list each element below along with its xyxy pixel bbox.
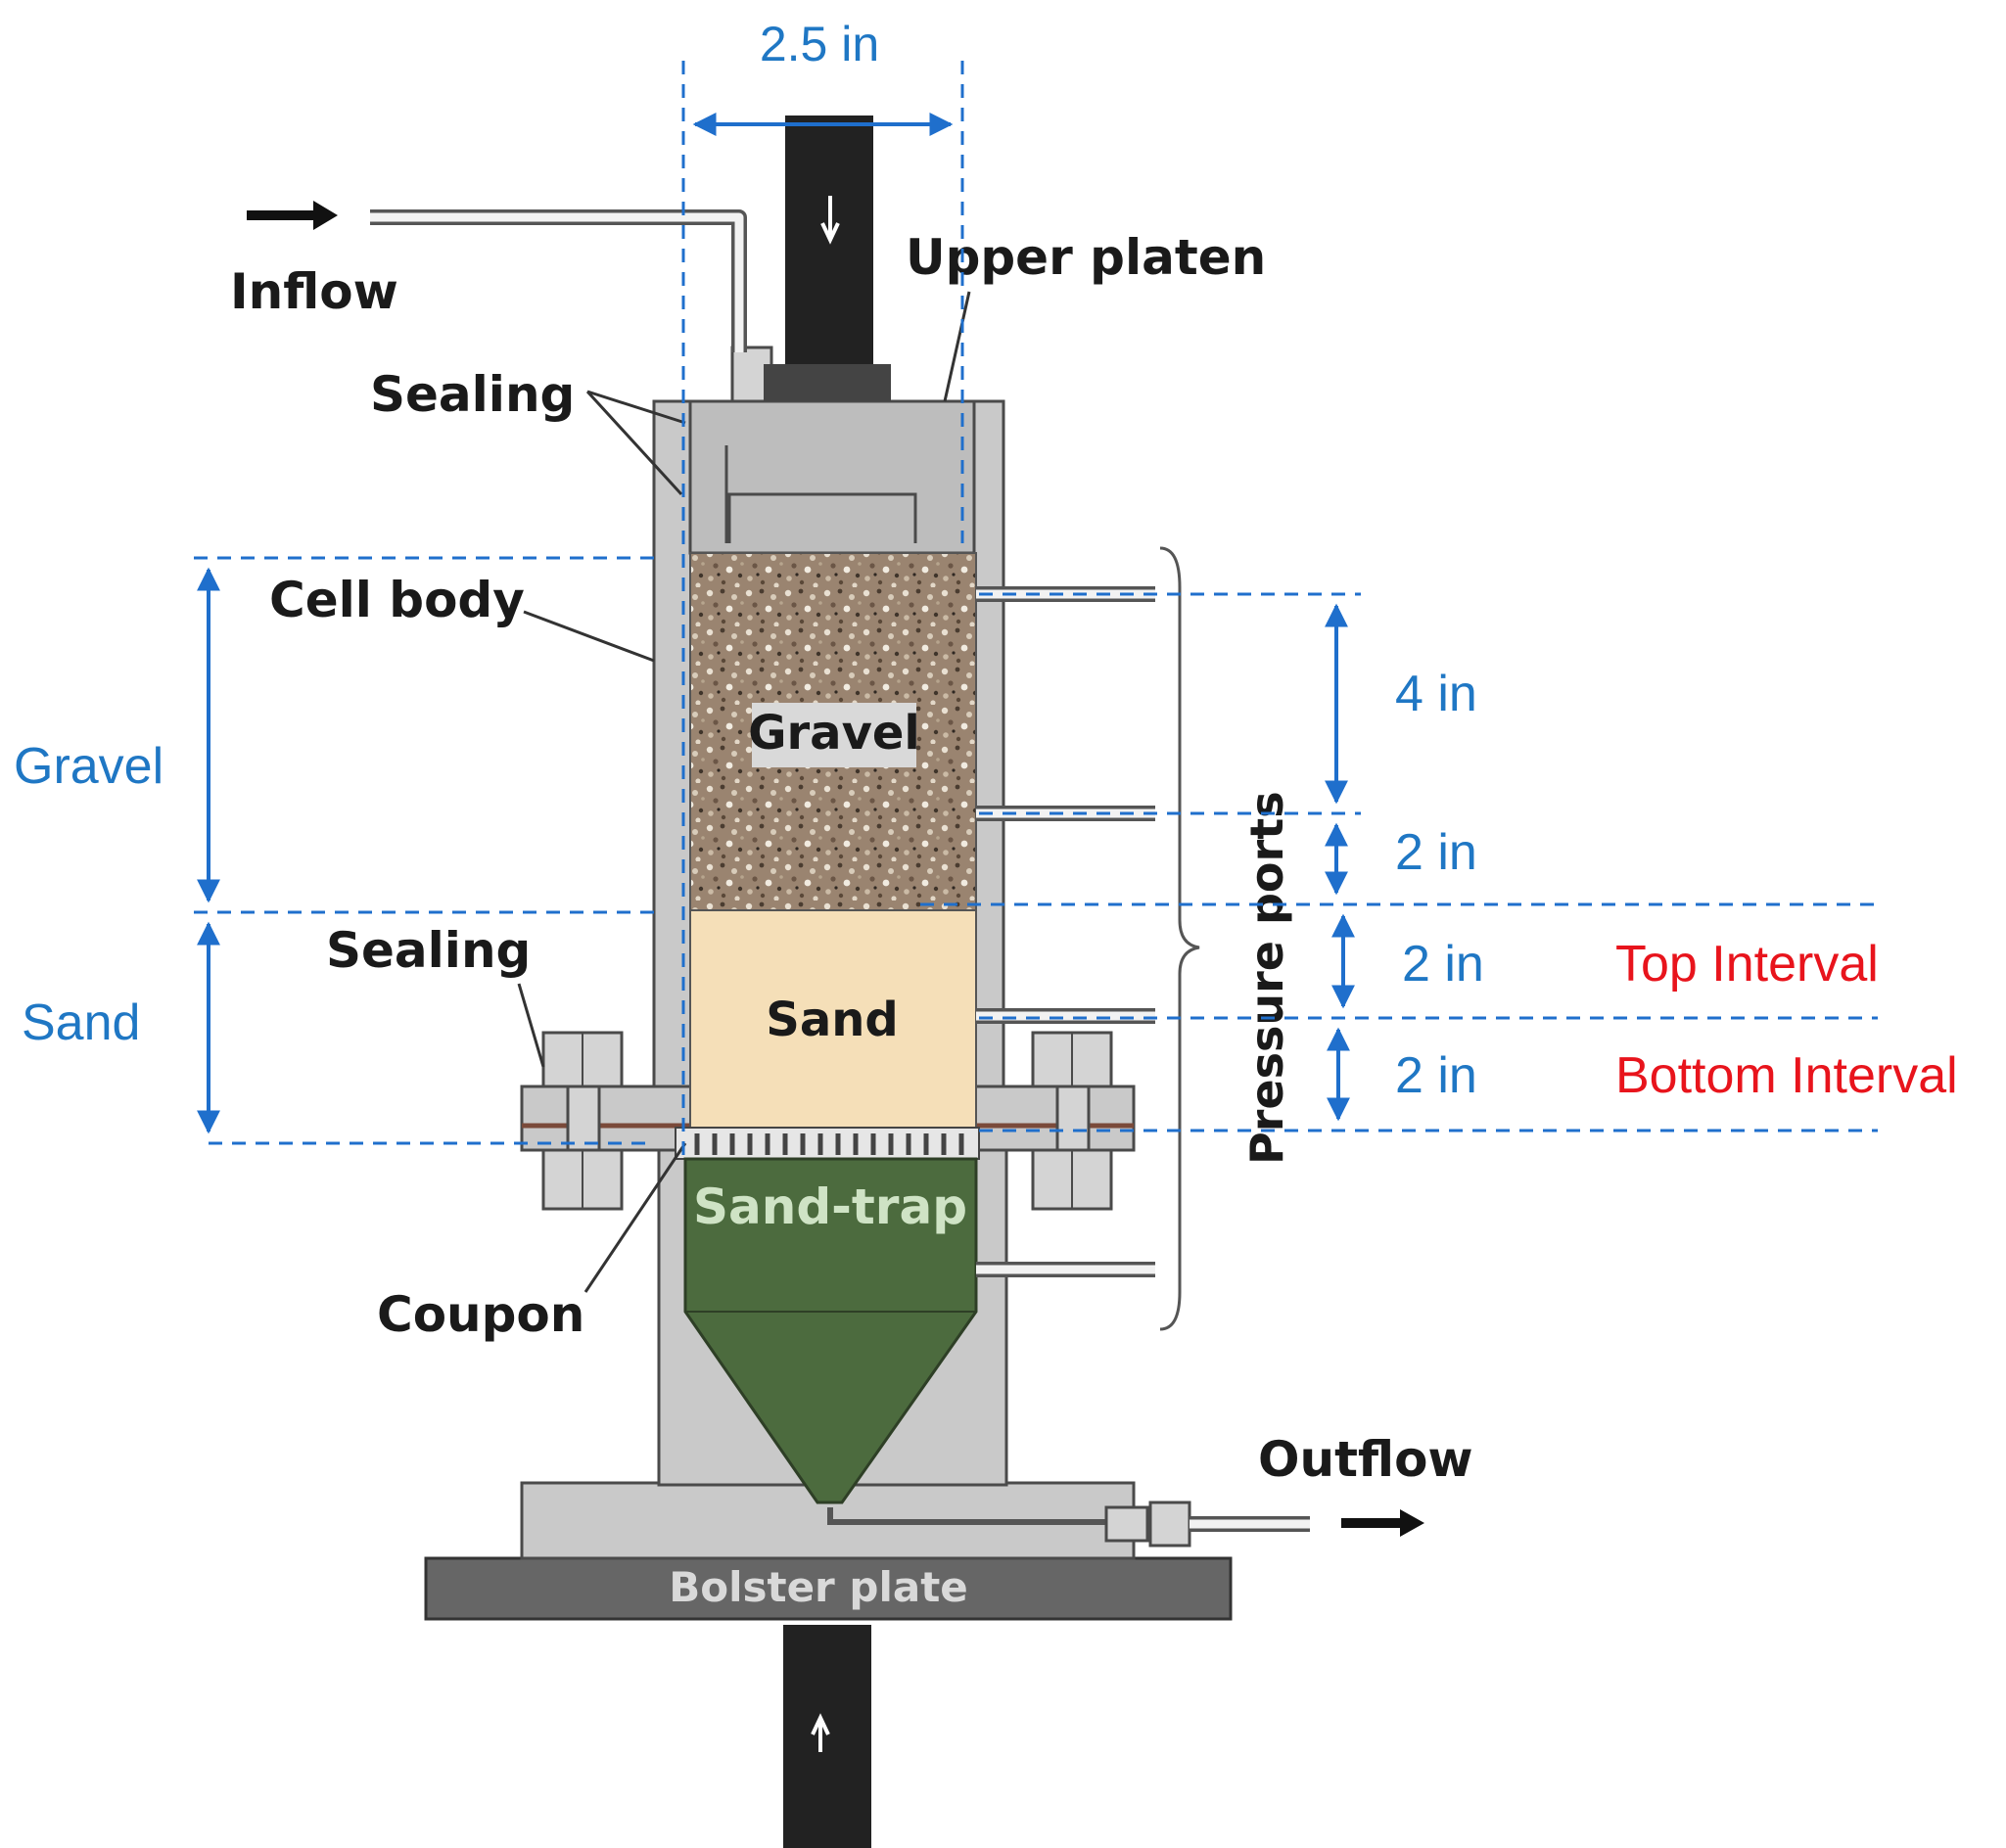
- upper-platen: [688, 399, 976, 555]
- sealing-top-leader: [585, 390, 686, 496]
- cell-body-leader: [523, 610, 655, 663]
- sand-trap-label: Sand-trap: [693, 1178, 967, 1235]
- sand-height-label: Sand: [22, 994, 140, 1051]
- coupon-holes: [694, 1133, 964, 1155]
- sealing-bottom-label: Sealing: [326, 922, 531, 979]
- top-interval-label: Top Interval: [1615, 936, 1879, 993]
- bolt-left: [541, 1031, 624, 1211]
- outflow-arrow-icon: [1341, 1509, 1424, 1537]
- port-spacing-label-4: 2 in: [1395, 1047, 1477, 1104]
- sand-layer: [689, 909, 977, 1129]
- bolt-right: [1031, 1031, 1113, 1211]
- gravel-height-label: Gravel: [14, 738, 163, 795]
- bolster-plate-label: Bolster plate: [669, 1563, 968, 1611]
- up-arrow-icon: [811, 1713, 830, 1752]
- bolster-plate: [424, 1556, 1233, 1621]
- gravel-label-bg: [752, 703, 916, 767]
- coupon-leader: [583, 1142, 687, 1293]
- coupon: [675, 1127, 980, 1160]
- outflow-label: Outflow: [1258, 1431, 1473, 1488]
- platen-cap: [764, 364, 891, 401]
- pressure-ports-label: Pressure ports: [1240, 791, 1293, 1165]
- sealing-top-label: Sealing: [370, 366, 575, 423]
- inflow-label: Inflow: [230, 263, 398, 320]
- coupon-label: Coupon: [377, 1286, 584, 1343]
- lower-ram: [783, 1625, 871, 1848]
- bottom-interval-label: Bottom Interval: [1615, 1047, 1958, 1104]
- sealing-bottom-leader: [517, 983, 545, 1068]
- cell-body-label: Cell body: [269, 572, 525, 628]
- platen-channels: [724, 445, 917, 543]
- down-arrow-icon: [820, 196, 840, 245]
- outflow-line: [827, 1507, 1116, 1525]
- pressure-ports-brace: [1159, 546, 1200, 1331]
- port-spacing-label-2: 2 in: [1395, 824, 1477, 881]
- upper-platen-label: Upper platen: [906, 229, 1266, 286]
- sand-layer-label: Sand: [766, 993, 899, 1047]
- outflow-fitting-2: [1148, 1501, 1191, 1548]
- diameter-label: 2.5 in: [760, 17, 879, 71]
- port-spacing-label-1: 4 in: [1395, 666, 1477, 722]
- gravel-layer-label: Gravel: [748, 706, 920, 761]
- port-spacing-label-3: 2 in: [1402, 936, 1484, 993]
- outflow-fitting-1: [1104, 1505, 1149, 1543]
- upper-platen-leader: [943, 291, 971, 402]
- inflow-arrow-icon: [247, 201, 338, 230]
